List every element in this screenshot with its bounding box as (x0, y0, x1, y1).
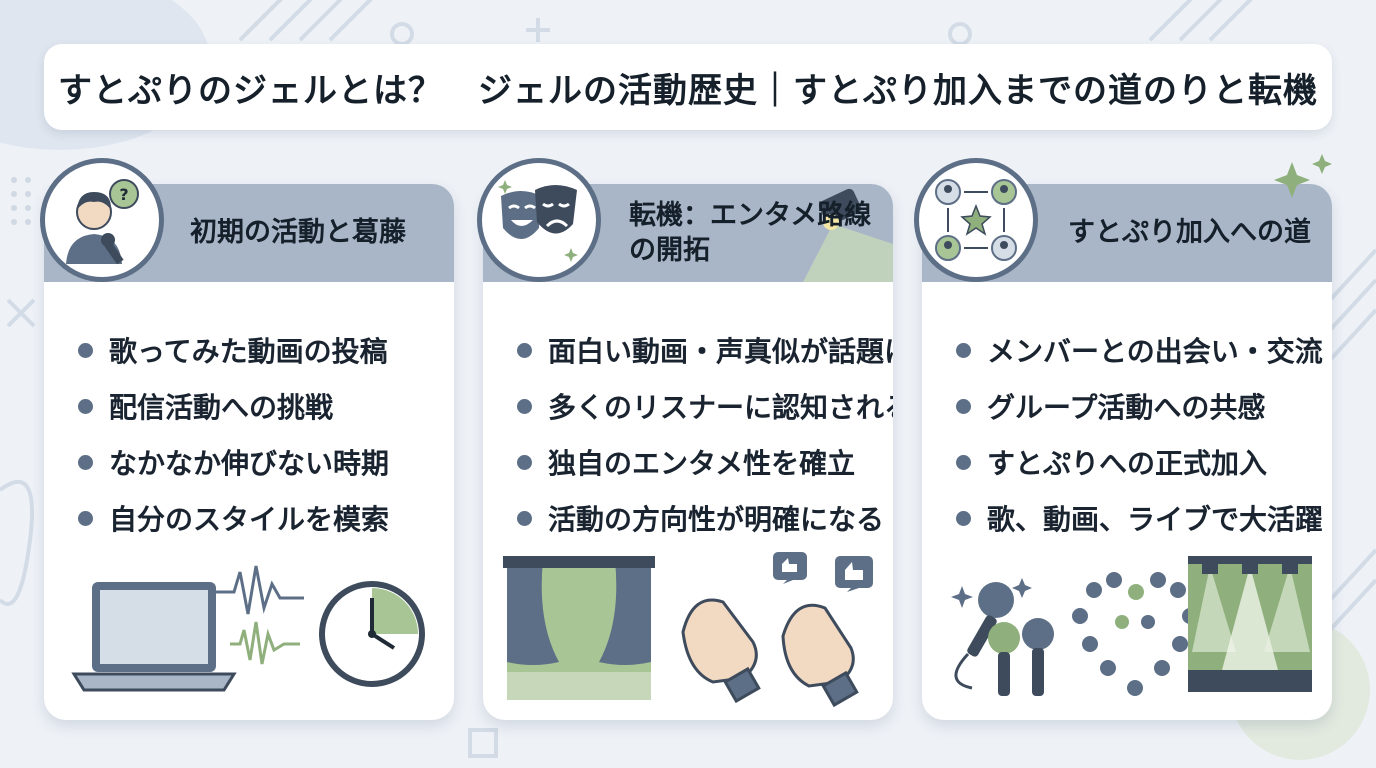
list-item: 自分のスタイルを模索 (78, 490, 389, 546)
bullet-dot (78, 398, 93, 414)
bullet-dot (956, 342, 971, 358)
list-item: 配信活動への挑戦 (78, 378, 389, 434)
card-title: 初期の活動と葛藤 (190, 217, 406, 249)
bullet-dot (78, 454, 93, 470)
list-item-text: 面白い動画・声真似が話題に (548, 335, 893, 368)
card-icon-badge (914, 158, 1038, 282)
list-item: すとぷりへの正式加入 (956, 434, 1323, 490)
spotlight-icon (803, 188, 893, 282)
crowd-heart-icon (1072, 572, 1198, 696)
list-item: 活動の方向性が明確になる (517, 490, 893, 546)
bullet-dot (517, 342, 532, 358)
member-network-icon (935, 179, 1017, 261)
laptop-icon (71, 582, 237, 692)
card-title: 転機：エンタメ路線の開拓 (629, 199, 872, 266)
bullet-list: 歌ってみた動画の投稿 配信活動への挑戦 なかなか伸びない時期 自分のスタイルを模… (78, 322, 389, 546)
list-item-text: 多くのリスナーに認知される (548, 391, 893, 424)
bullet-dot (956, 398, 971, 414)
list-item-text: 自分のスタイルを模索 (109, 503, 390, 536)
bullet-dot (517, 510, 532, 526)
bullet-dot (956, 454, 971, 470)
microphones-icon (951, 578, 1054, 696)
bullet-dot (78, 510, 93, 526)
bullet-dot (517, 454, 532, 470)
list-item-text: 活動の方向性が明確になる (548, 503, 885, 536)
stage-lights-icon (1188, 556, 1312, 692)
card-icon-badge: ? (40, 158, 164, 282)
list-item: 歌、動画、ライブで大活躍 (956, 490, 1323, 546)
list-item-text: 配信活動への挑戦 (109, 391, 334, 424)
list-item: 多くのリスナーに認知される (517, 378, 893, 434)
bullet-dot (517, 398, 532, 414)
list-item-text: グループ活動への共感 (987, 391, 1266, 424)
sparkle-icon (1274, 154, 1332, 198)
list-item: グループ活動への共感 (956, 378, 1323, 434)
sound-wave-icon (216, 565, 304, 665)
list-item-text: メンバーとの出会い・交流 (987, 335, 1323, 368)
svg-text:?: ? (119, 185, 128, 204)
card-illustration (71, 565, 425, 692)
card-illustration (951, 556, 1312, 696)
list-item-text: なかなか伸びない時期 (109, 447, 390, 480)
list-item: 面白い動画・声真似が話題に (517, 322, 893, 378)
list-item-text: 歌ってみた動画の投稿 (109, 335, 388, 368)
title-banner: すとぷりのジェルとは？ ジェルの活動歴史｜すとぷり加入までの道のりと転機 (44, 44, 1332, 130)
list-item-text: すとぷりへの正式加入 (987, 447, 1268, 480)
list-item: メンバーとの出会い・交流 (956, 322, 1323, 378)
list-item: 歌ってみた動画の投稿 (78, 322, 389, 378)
card-icon-badge (477, 158, 601, 282)
theater-masks-icon (498, 180, 578, 262)
bullet-dot (78, 342, 93, 358)
clapping-hands-icon (681, 598, 859, 708)
bullet-dot (956, 510, 971, 526)
page-title: すとぷりのジェルとは？ ジェルの活動歴史｜すとぷり加入までの道のりと転機 (58, 70, 1318, 111)
list-item: なかなか伸びない時期 (78, 434, 389, 490)
singer-icon: ? (66, 179, 139, 265)
list-item: 独自のエンタメ性を確立 (517, 434, 893, 490)
card-illustration (503, 552, 873, 708)
bullet-list: 面白い動画・声真似が話題に 多くのリスナーに認知される 独自のエンタメ性を確立 … (517, 322, 893, 546)
list-item-text: 歌、動画、ライブで大活躍 (987, 503, 1324, 536)
card-title: すとぷり加入への道 (1068, 217, 1311, 249)
list-item-text: 独自のエンタメ性を確立 (548, 447, 856, 480)
bullet-list: メンバーとの出会い・交流 グループ活動への共感 すとぷりへの正式加入 歌、動画、… (956, 322, 1323, 546)
like-bubble-icon (773, 552, 873, 592)
clock-icon (319, 581, 425, 687)
stage-curtain-icon (503, 556, 655, 700)
